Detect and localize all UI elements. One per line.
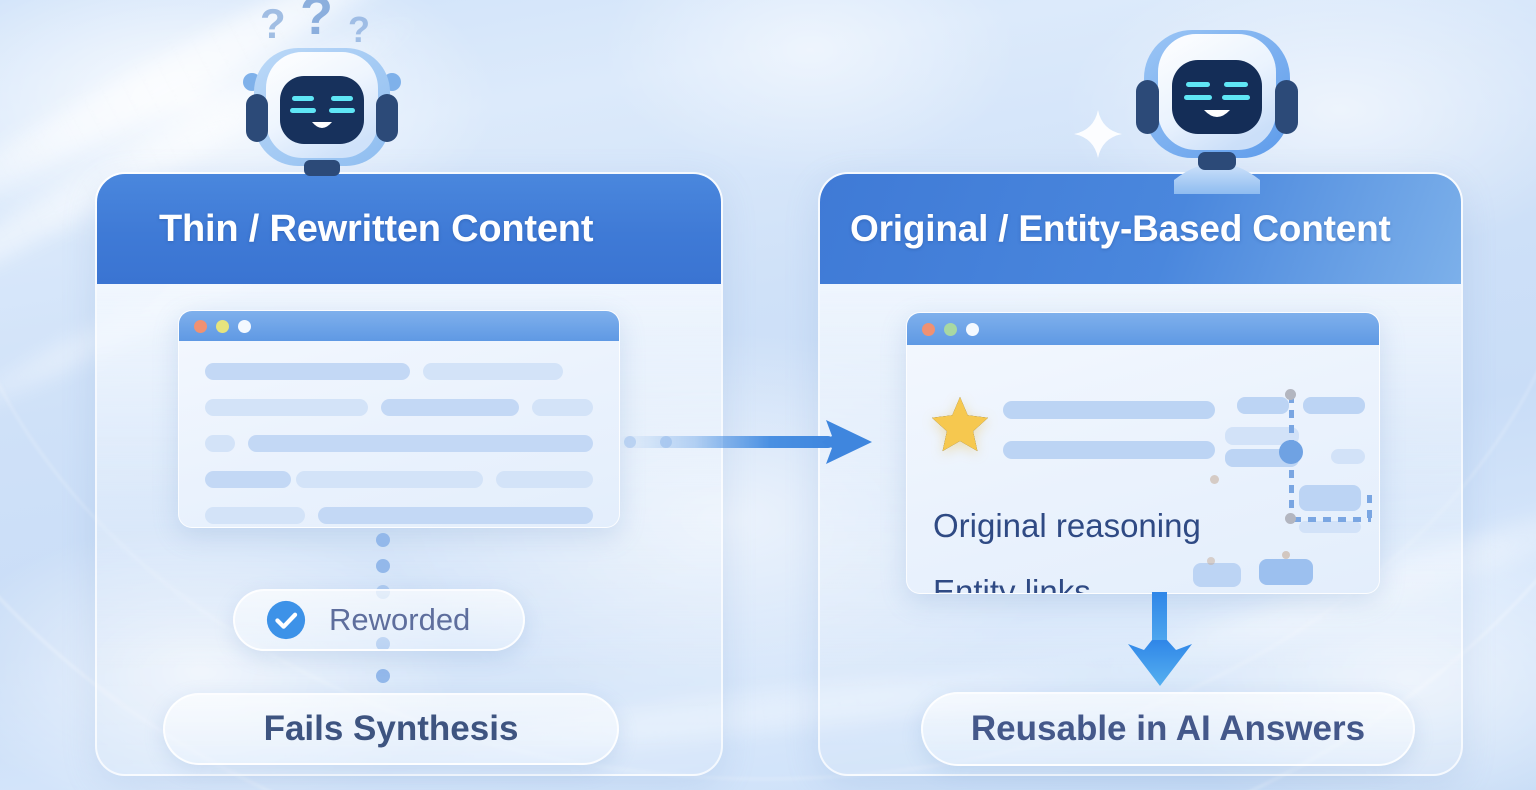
sparkle-icon bbox=[1074, 110, 1122, 158]
browser-content-thin bbox=[179, 341, 619, 527]
placeholder-bars bbox=[1003, 401, 1215, 481]
outcome-pill-reusable[interactable]: Reusable in AI Answers bbox=[921, 692, 1415, 766]
maximize-dot-icon[interactable] bbox=[966, 322, 979, 336]
maximize-dot-icon[interactable] bbox=[238, 319, 251, 333]
graph-node bbox=[1207, 557, 1215, 565]
browser-mock-thin[interactable] bbox=[178, 310, 620, 528]
graph-node bbox=[1285, 389, 1296, 400]
placeholder-bar bbox=[1003, 401, 1215, 419]
placeholder-row bbox=[205, 435, 593, 452]
outcome-pill-label: Reusable in AI Answers bbox=[970, 709, 1366, 748]
star-icon bbox=[931, 396, 989, 452]
svg-text:?: ? bbox=[260, 0, 286, 47]
panel-title-thin-rewritten: Thin / Rewritten Content bbox=[97, 174, 721, 284]
browser-titlebar bbox=[179, 311, 619, 341]
dashed-connector bbox=[1293, 517, 1371, 522]
close-dot-icon[interactable] bbox=[194, 319, 207, 333]
happy-robot bbox=[1136, 30, 1298, 194]
entity-chip bbox=[1299, 521, 1361, 533]
entity-chip bbox=[1331, 449, 1365, 464]
outcome-pill-label: Fails Synthesis bbox=[263, 709, 519, 748]
entity-chip bbox=[1303, 397, 1365, 414]
panel-title-original-entity: Original / Entity-Based Content bbox=[820, 174, 1461, 284]
question-marks-icon: ? ? ? bbox=[260, 0, 370, 50]
svg-text:?: ? bbox=[348, 9, 370, 50]
entity-chip bbox=[1237, 397, 1289, 414]
arrow-down-icon bbox=[1128, 592, 1192, 686]
check-circle-icon bbox=[266, 600, 306, 640]
svg-text:?: ? bbox=[300, 0, 333, 46]
label-original-reasoning: Original reasoning bbox=[933, 507, 1201, 544]
placeholder-row bbox=[205, 471, 594, 488]
graph-node bbox=[1285, 513, 1296, 524]
minimize-dot-icon[interactable] bbox=[944, 322, 957, 336]
confused-robot bbox=[243, 48, 401, 176]
graph-node bbox=[1210, 475, 1219, 484]
minimize-dot-icon[interactable] bbox=[216, 319, 229, 333]
label-entity-links: Entity links bbox=[933, 573, 1091, 594]
placeholder-bar bbox=[1003, 441, 1215, 459]
entity-chip bbox=[1259, 559, 1313, 585]
entity-chip bbox=[1299, 485, 1361, 511]
browser-mock-original[interactable]: Original reasoning Entity links bbox=[906, 312, 1380, 594]
entity-chip bbox=[1225, 427, 1299, 445]
placeholder-row bbox=[205, 507, 593, 524]
placeholder-row bbox=[205, 399, 593, 416]
graph-node bbox=[1282, 551, 1290, 559]
outcome-pill-fails-synthesis[interactable]: Fails Synthesis bbox=[163, 693, 619, 765]
browser-content-original: Original reasoning Entity links bbox=[907, 345, 1379, 594]
browser-titlebar bbox=[907, 313, 1379, 345]
dashed-connector bbox=[1367, 495, 1372, 521]
graph-node bbox=[1279, 440, 1303, 464]
status-badge-reworded[interactable]: Reworded bbox=[233, 589, 525, 651]
close-dot-icon[interactable] bbox=[922, 322, 935, 336]
status-badge-label: Reworded bbox=[329, 602, 471, 637]
placeholder-row bbox=[205, 363, 593, 380]
entity-chip bbox=[1193, 563, 1241, 587]
arrow-right-icon bbox=[620, 420, 872, 464]
